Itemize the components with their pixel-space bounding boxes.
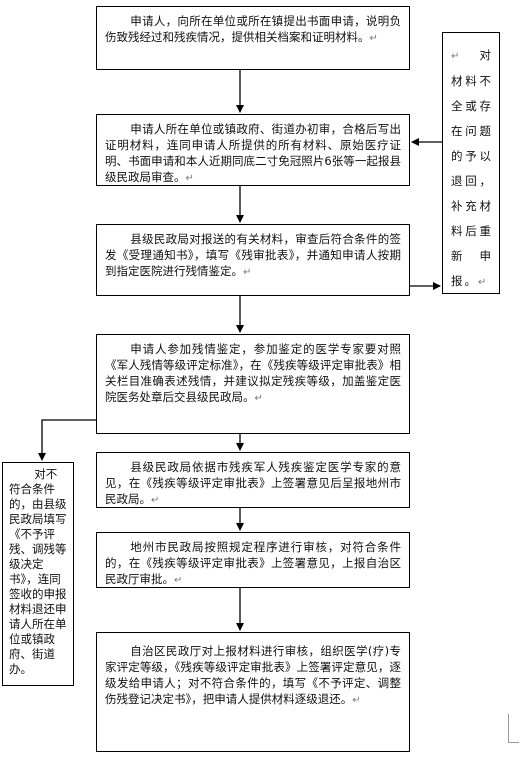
paragraph-mark: ↵ [151, 495, 160, 506]
step-2-text: 申请人所在单位或镇政府、街道办初审，合格后写出证明材料，连同申请人所提供的所有材… [105, 122, 401, 184]
step-5-box: 县级民政局依据市残疾军人残疾鉴定医学专家的意见，在《残疾等级评定审批表》上签署意… [96, 452, 410, 508]
right-note-box: ↵ 对材料不全或存在问题的予以退回，补充材料后重新申报。↵ [442, 32, 500, 294]
paragraph-mark: ↵ [352, 695, 361, 706]
step-5-text: 县级民政局依据市残疾军人残疾鉴定医学专家的意见，在《残疾等级评定审批表》上签署意… [105, 460, 401, 506]
left-note-text: 对不符合条件的，由县级民政局填写《不予评残、调残等级决定书》，连同签收的申报材料… [9, 467, 67, 676]
paragraph-mark: ↵ [451, 51, 462, 62]
paragraph-mark: ↵ [174, 575, 183, 586]
step-4-box: 申请人参加残情鉴定，参加鉴定的医学专家要对照《军人残情等级评定标准》，在《残疾等… [96, 334, 410, 434]
paragraph-mark: ↵ [185, 173, 194, 184]
paragraph-mark: ↵ [369, 33, 378, 44]
step-7-text: 自治区民政厅对上报材料进行审核，组织医学(疗)专家评定等级，《残疾等级评定审批表… [105, 644, 401, 706]
step-6-box: 地州市民政局按照规定程序进行审核，对符合条件的，在《残疾等级评定审批表》上签署意… [96, 532, 410, 588]
step-3-box: 县级民政局对报送的有关材料，审查后符合条件的签发《受理通知书》，填写《残审批表》… [96, 224, 410, 296]
paragraph-mark: ↵ [243, 267, 252, 278]
step-6-text: 地州市民政局按照规定程序进行审核，对符合条件的，在《残疾等级评定审批表》上签署意… [105, 540, 401, 586]
left-note-box: 对不符合条件的，由县级民政局填写《不予评残、调残等级决定书》，连同签收的申报材料… [2, 462, 74, 686]
right-note-text: 对材料不全或存在问题的予以退回，补充材料后重新申报。 [451, 48, 493, 288]
step-7-box: 自治区民政厅对上报材料进行审核，组织医学(疗)专家评定等级，《残疾等级评定审批表… [96, 632, 410, 752]
step-3-text: 县级民政局对报送的有关材料，审查后符合条件的签发《受理通知书》，填写《残审批表》… [105, 232, 401, 278]
page-corner-mark [508, 714, 519, 743]
paragraph-mark: ↵ [254, 393, 263, 404]
step-4-text: 申请人参加残情鉴定，参加鉴定的医学专家要对照《军人残情等级评定标准》，在《残疾等… [105, 342, 401, 404]
step-1-box: 申请人，向所在单位或所在镇提出书面申请，说明负伤致残经过和残疾情况，提供相关档案… [96, 6, 410, 70]
arrow-to-left-note [38, 419, 96, 461]
step-1-text: 申请人，向所在单位或所在镇提出书面申请，说明负伤致残经过和残疾情况，提供相关档案… [105, 14, 401, 44]
paragraph-mark: ↵ [478, 277, 489, 288]
step-2-box: 申请人所在单位或镇政府、街道办初审，合格后写出证明材料，连同申请人所提供的所有材… [96, 114, 410, 186]
